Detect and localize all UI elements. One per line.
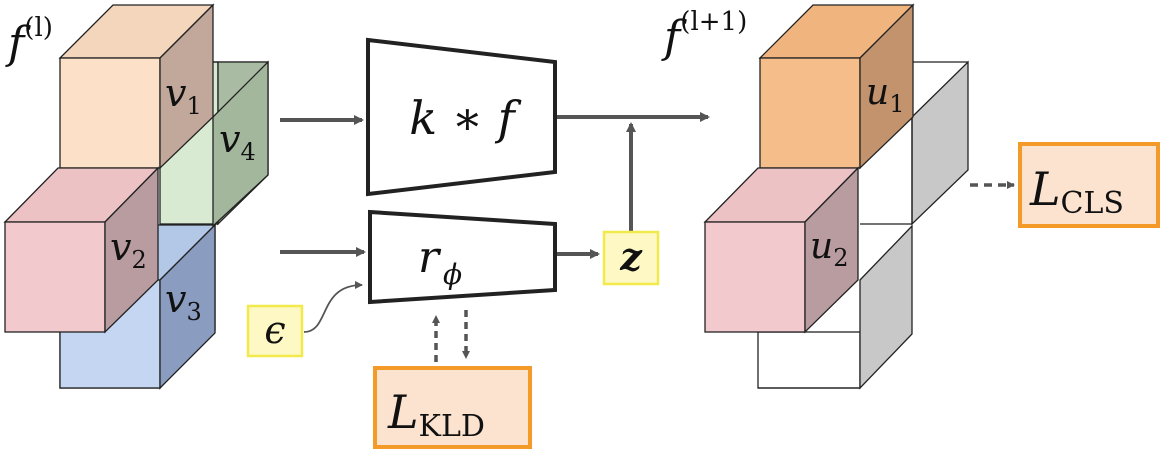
u1-label: u1: [866, 72, 904, 118]
empty-cube-bottom: [757, 223, 913, 390]
cube-u1: [758, 3, 915, 170]
cube-v4-face: [212, 60, 269, 228]
loss-cls-label: LCLS: [1029, 162, 1124, 221]
arrows: [280, 112, 1015, 362]
v3-label: v3: [165, 277, 202, 326]
latent-z-box: z: [602, 230, 660, 286]
latent-z-label: z: [619, 234, 643, 279]
v1-label: v1: [165, 71, 202, 120]
u2-label: u2: [810, 226, 848, 272]
cube-u2: [703, 166, 860, 334]
input-cube-labels: v1 v4 v2 v3: [110, 71, 256, 326]
input-feature-stack: [3, 3, 269, 390]
conv-block: k ∗ f: [366, 37, 557, 197]
noise-epsilon-box: ϵ: [246, 304, 304, 358]
epsilon-to-r-arrow: [303, 281, 363, 333]
input-feature-label: f(l): [5, 13, 53, 69]
cube-v1: [58, 3, 215, 170]
v2-label: v2: [110, 225, 147, 274]
output-cube-labels: u1 u2: [810, 72, 904, 272]
noise-epsilon-label: ϵ: [264, 308, 285, 352]
output-feature-label: f(l+1): [661, 7, 747, 63]
v4-label: v4: [219, 117, 256, 166]
conv-block-label: k ∗ f: [409, 91, 521, 145]
output-feature-stack: [703, 3, 969, 390]
loss-cls-box: LCLS: [1018, 142, 1160, 228]
cube-v2: [3, 166, 160, 334]
loss-kld-box: LKLD: [373, 366, 532, 449]
loss-kld-label: LKLD: [387, 385, 485, 444]
